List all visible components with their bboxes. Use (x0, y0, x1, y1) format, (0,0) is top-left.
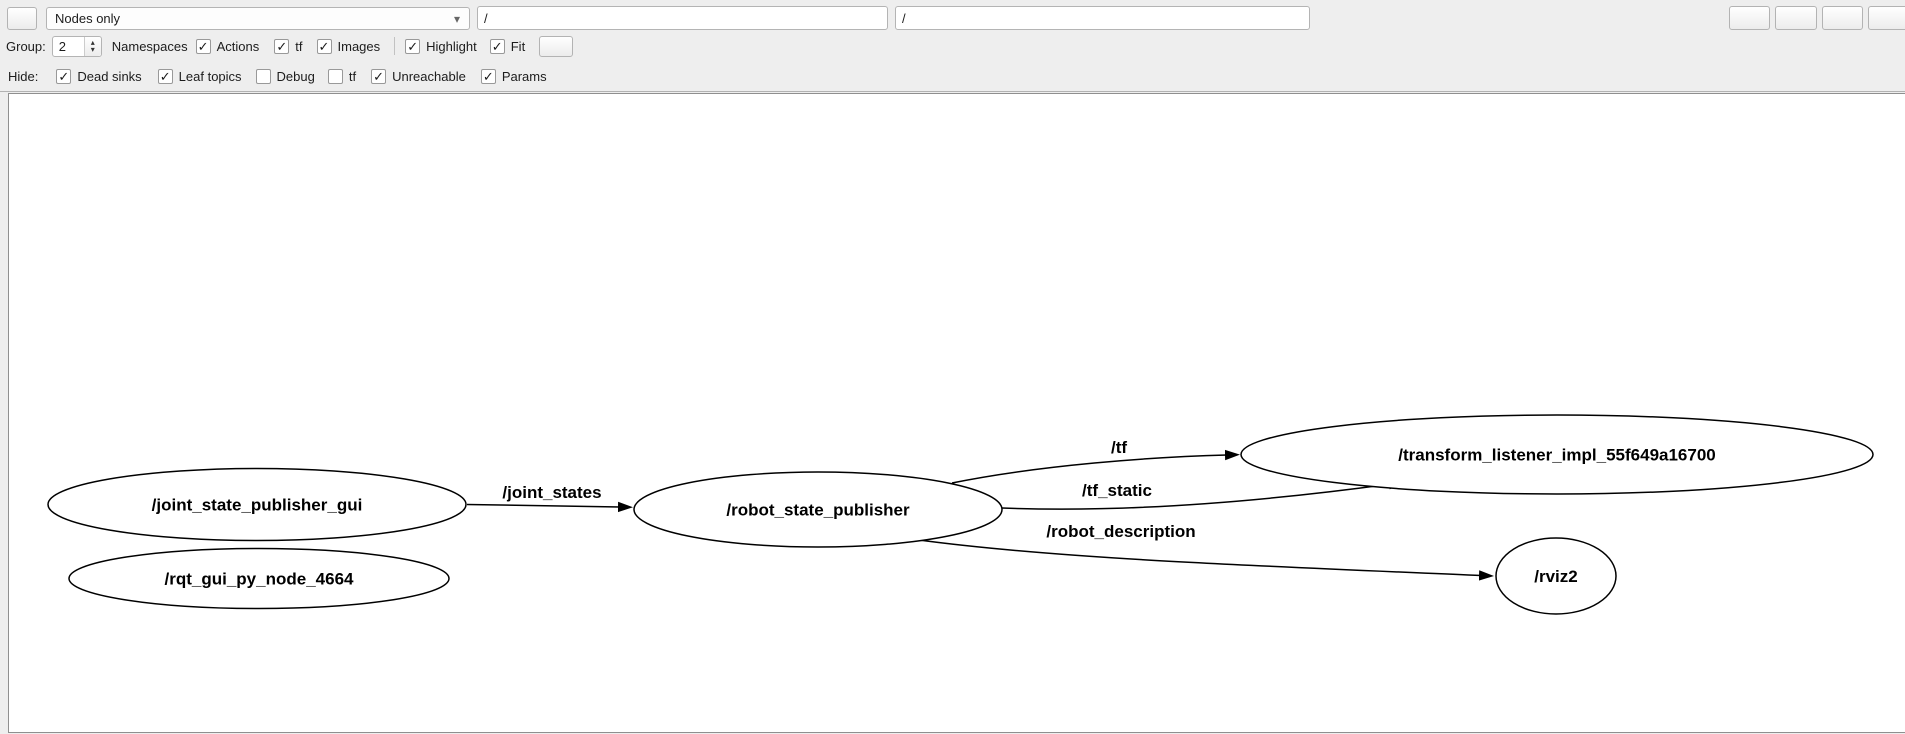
refresh-button[interactable] (7, 7, 37, 30)
checkbox-highlight[interactable]: ✓ Highlight (405, 38, 477, 54)
toolbar-separator (394, 37, 396, 55)
node-ellipse (47, 467, 467, 542)
checkmark-icon: ✓ (489, 38, 505, 54)
edge-label-robot-description: /robot_description (1046, 522, 1195, 541)
node-label: /rviz2 (1534, 567, 1577, 586)
checkmark-icon: ✓ (195, 38, 211, 54)
checkbox-actions[interactable]: ✓ Actions (195, 38, 259, 54)
dock-button-2[interactable] (1775, 6, 1817, 30)
checkbox-tf-show[interactable]: ✓ tf (274, 38, 303, 54)
topic-filter-input[interactable] (895, 6, 1310, 30)
checkbox-fit[interactable]: ✓ Fit (489, 38, 525, 54)
namespaces-label: Namespaces (111, 38, 188, 54)
node-label: /rqt_gui_py_node_4664 (165, 570, 355, 589)
checkmark-icon: ✓ (316, 38, 332, 54)
checkbox-images[interactable]: ✓ Images (316, 38, 380, 54)
checkbox-debug[interactable]: Debug (255, 68, 315, 84)
edge-tf-static (1001, 479, 1404, 510)
dock-button-3[interactable] (1822, 6, 1863, 30)
checkmark-icon: ✓ (480, 68, 496, 84)
node-label: /joint_state_publisher_gui (152, 496, 363, 515)
graph-node-robot-state-publisher: /robot_state_publisher (633, 471, 1003, 548)
fit-in-view-button[interactable] (539, 35, 574, 57)
node-filter-input[interactable] (477, 6, 888, 30)
checkmark-icon (255, 68, 271, 84)
dock-button-1[interactable] (1729, 6, 1770, 30)
checkmark-icon: ✓ (56, 68, 72, 84)
checkmark-icon (327, 68, 343, 84)
rqt-graph-toolbar: Nodes only ▾ Group: 2 ▴ ▾ Namespaces ✓ A… (0, 0, 1905, 92)
edge-robot-description (918, 539, 1494, 581)
edge-tf (951, 449, 1240, 484)
checkmark-icon: ✓ (371, 68, 387, 84)
edge-label-tf-static: /tf_static (1082, 481, 1152, 500)
node-ellipse (1240, 414, 1874, 495)
graph-node-joint-state-publisher-gui: /joint_state_publisher_gui (47, 467, 467, 542)
node-ellipse (68, 547, 450, 610)
edge-joint-states (466, 501, 633, 513)
group-spinbox[interactable]: 2 ▴ ▾ (51, 35, 102, 57)
graph-canvas[interactable]: /joint_states /tf /tf_static /robot_desc… (8, 93, 1905, 733)
checkbox-params[interactable]: ✓ Params (480, 68, 547, 84)
dock-button-4[interactable] (1868, 6, 1905, 30)
node-ellipse (633, 471, 1003, 548)
graph-type-value: Nodes only (55, 11, 121, 26)
checkmark-icon: ✓ (157, 68, 173, 84)
edge-label-tf: /tf (1111, 438, 1127, 457)
chevron-down-icon: ▾ (453, 11, 460, 26)
group-value: 2 (58, 38, 66, 54)
node-label: /transform_listener_impl_55f649a16700 (1398, 446, 1716, 465)
checkmark-icon: ✓ (405, 38, 421, 54)
node-ellipse (1495, 537, 1617, 615)
graph-type-select[interactable]: Nodes only ▾ (46, 7, 470, 30)
graph-node-transform-listener: /transform_listener_impl_55f649a16700 (1240, 414, 1874, 495)
graph-node-rviz2: /rviz2 (1495, 537, 1617, 615)
checkmark-icon: ✓ (274, 38, 290, 54)
checkbox-tf-hide[interactable]: tf (327, 68, 356, 84)
graph-node-rqt-gui-py-node: /rqt_gui_py_node_4664 (68, 547, 450, 610)
node-label: /robot_state_publisher (726, 501, 910, 520)
checkbox-leaf-topics[interactable]: ✓ Leaf topics (157, 68, 242, 84)
group-label: Group: (6, 38, 46, 54)
edge-label-joint-states: /joint_states (502, 483, 601, 502)
checkbox-unreachable[interactable]: ✓ Unreachable (371, 68, 466, 84)
checkbox-dead-sinks[interactable]: ✓ Dead sinks (56, 68, 142, 84)
node-graph-svg[interactable]: /joint_states /tf /tf_static /robot_desc… (9, 94, 1905, 734)
spin-down-icon[interactable]: ▾ (90, 45, 95, 54)
hide-label: Hide: (8, 68, 39, 84)
spin-up-icon[interactable]: ▴ (90, 38, 95, 47)
